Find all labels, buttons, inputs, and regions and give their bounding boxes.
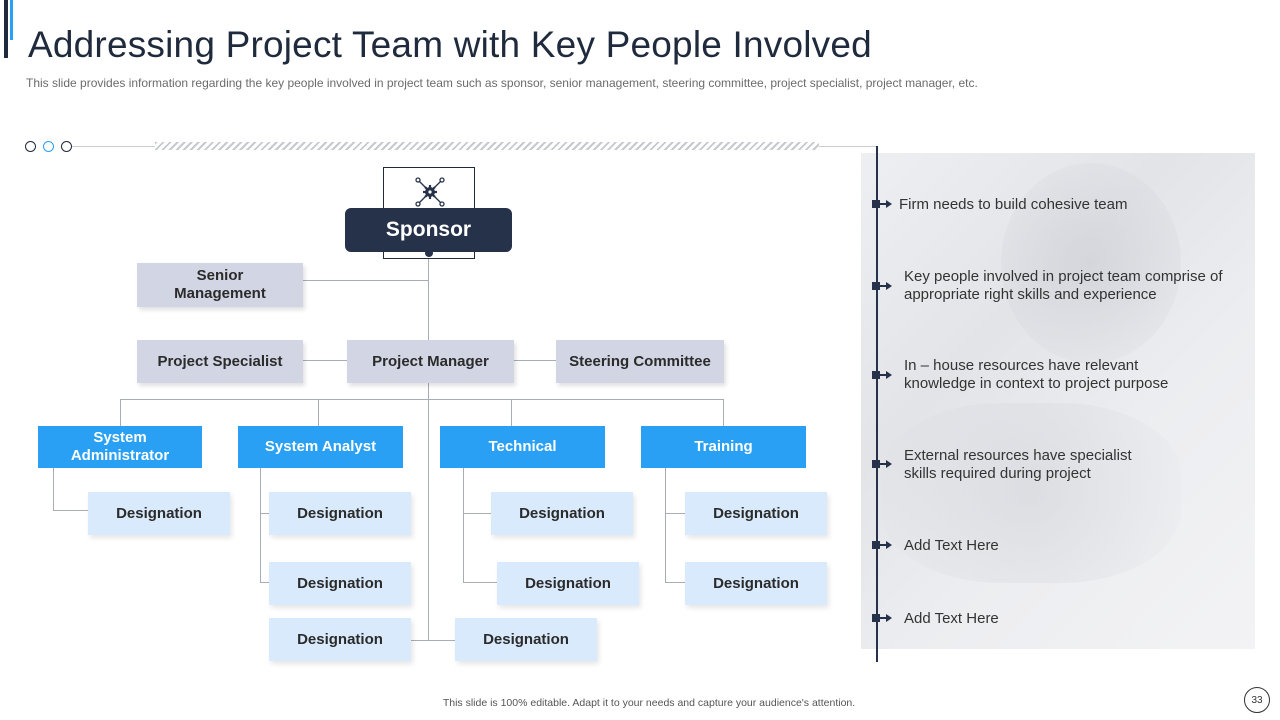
connector-branch bbox=[463, 582, 497, 583]
arrow-marker-icon bbox=[872, 370, 892, 380]
connector-branch bbox=[463, 468, 464, 582]
key-point-text: In – house resources have relevant knowl… bbox=[904, 357, 1169, 392]
department-label: System Administrator bbox=[70, 429, 170, 464]
connector-trunk bbox=[428, 252, 429, 640]
arrow-marker-icon bbox=[872, 281, 892, 291]
connector-drop bbox=[511, 399, 512, 426]
designation-box: Designation bbox=[269, 492, 411, 535]
connector-bottom bbox=[411, 640, 455, 641]
connector-senior bbox=[303, 280, 428, 281]
hatched-divider bbox=[155, 142, 819, 150]
designation-box: Designation bbox=[685, 562, 827, 605]
connector-branch bbox=[260, 582, 269, 583]
page-subtitle: This slide provides information regardin… bbox=[26, 76, 978, 90]
designation-box: Designation bbox=[497, 562, 639, 605]
connector-branch bbox=[260, 513, 269, 514]
connector-branch bbox=[463, 513, 491, 514]
project-manager-box: Project Manager bbox=[347, 340, 514, 383]
arrow-marker-icon bbox=[872, 540, 892, 550]
arrow-marker-icon bbox=[872, 613, 892, 623]
connector-branch bbox=[665, 468, 666, 582]
key-point-text: Key people involved in project team comp… bbox=[904, 268, 1223, 303]
designation-box: Designation bbox=[455, 618, 597, 661]
department-technical: Technical bbox=[440, 426, 605, 468]
sponsor-box: Sponsor bbox=[345, 208, 512, 252]
designation-box: Designation bbox=[88, 492, 230, 535]
department-training: Training bbox=[641, 426, 806, 468]
connector-steering bbox=[514, 360, 556, 361]
senior-management-label: Senior Management bbox=[174, 267, 266, 302]
key-point-text: Add Text Here bbox=[904, 610, 999, 627]
key-point-text: External resources have specialist skill… bbox=[904, 447, 1132, 482]
arrow-marker-icon bbox=[872, 459, 892, 469]
project-specialist-box: Project Specialist bbox=[137, 340, 303, 383]
department-system-analyst: System Analyst bbox=[238, 426, 403, 468]
designation-box: Designation bbox=[491, 492, 633, 535]
arrow-marker-icon bbox=[872, 199, 892, 209]
connector-drop bbox=[120, 399, 121, 426]
steering-committee-box: Steering Committee bbox=[556, 340, 724, 383]
connector-branch bbox=[665, 582, 685, 583]
connector-branch bbox=[260, 468, 261, 582]
key-point-text: Add Text Here bbox=[904, 537, 999, 554]
key-point-text: Firm needs to build cohesive team bbox=[899, 196, 1128, 213]
page-title: Addressing Project Team with Key People … bbox=[28, 24, 872, 65]
designation-box: Designation bbox=[269, 562, 411, 605]
gears-network-icon bbox=[415, 177, 445, 207]
dot-icon bbox=[25, 141, 36, 152]
connector-dot bbox=[425, 249, 433, 257]
background-photo bbox=[861, 153, 1255, 649]
connector-branch bbox=[53, 468, 54, 510]
footer-note: This slide is 100% editable. Adapt it to… bbox=[442, 697, 856, 709]
designation-box: Designation bbox=[269, 618, 411, 661]
dot-icon bbox=[43, 141, 54, 152]
senior-management-box: Senior Management bbox=[137, 263, 303, 307]
connector-branch bbox=[53, 510, 88, 511]
timeline-line bbox=[876, 146, 878, 662]
department-system-administrator: System Administrator bbox=[38, 426, 202, 468]
connector-branch bbox=[665, 513, 685, 514]
decorative-dots bbox=[25, 141, 72, 152]
connector-drop bbox=[723, 399, 724, 426]
dot-icon bbox=[61, 141, 72, 152]
connector-departments bbox=[120, 399, 724, 400]
page-number: 33 bbox=[1244, 687, 1270, 713]
title-accent-bar bbox=[4, 0, 13, 58]
connector-drop bbox=[318, 399, 319, 426]
connector-specialist bbox=[303, 360, 347, 361]
designation-box: Designation bbox=[685, 492, 827, 535]
